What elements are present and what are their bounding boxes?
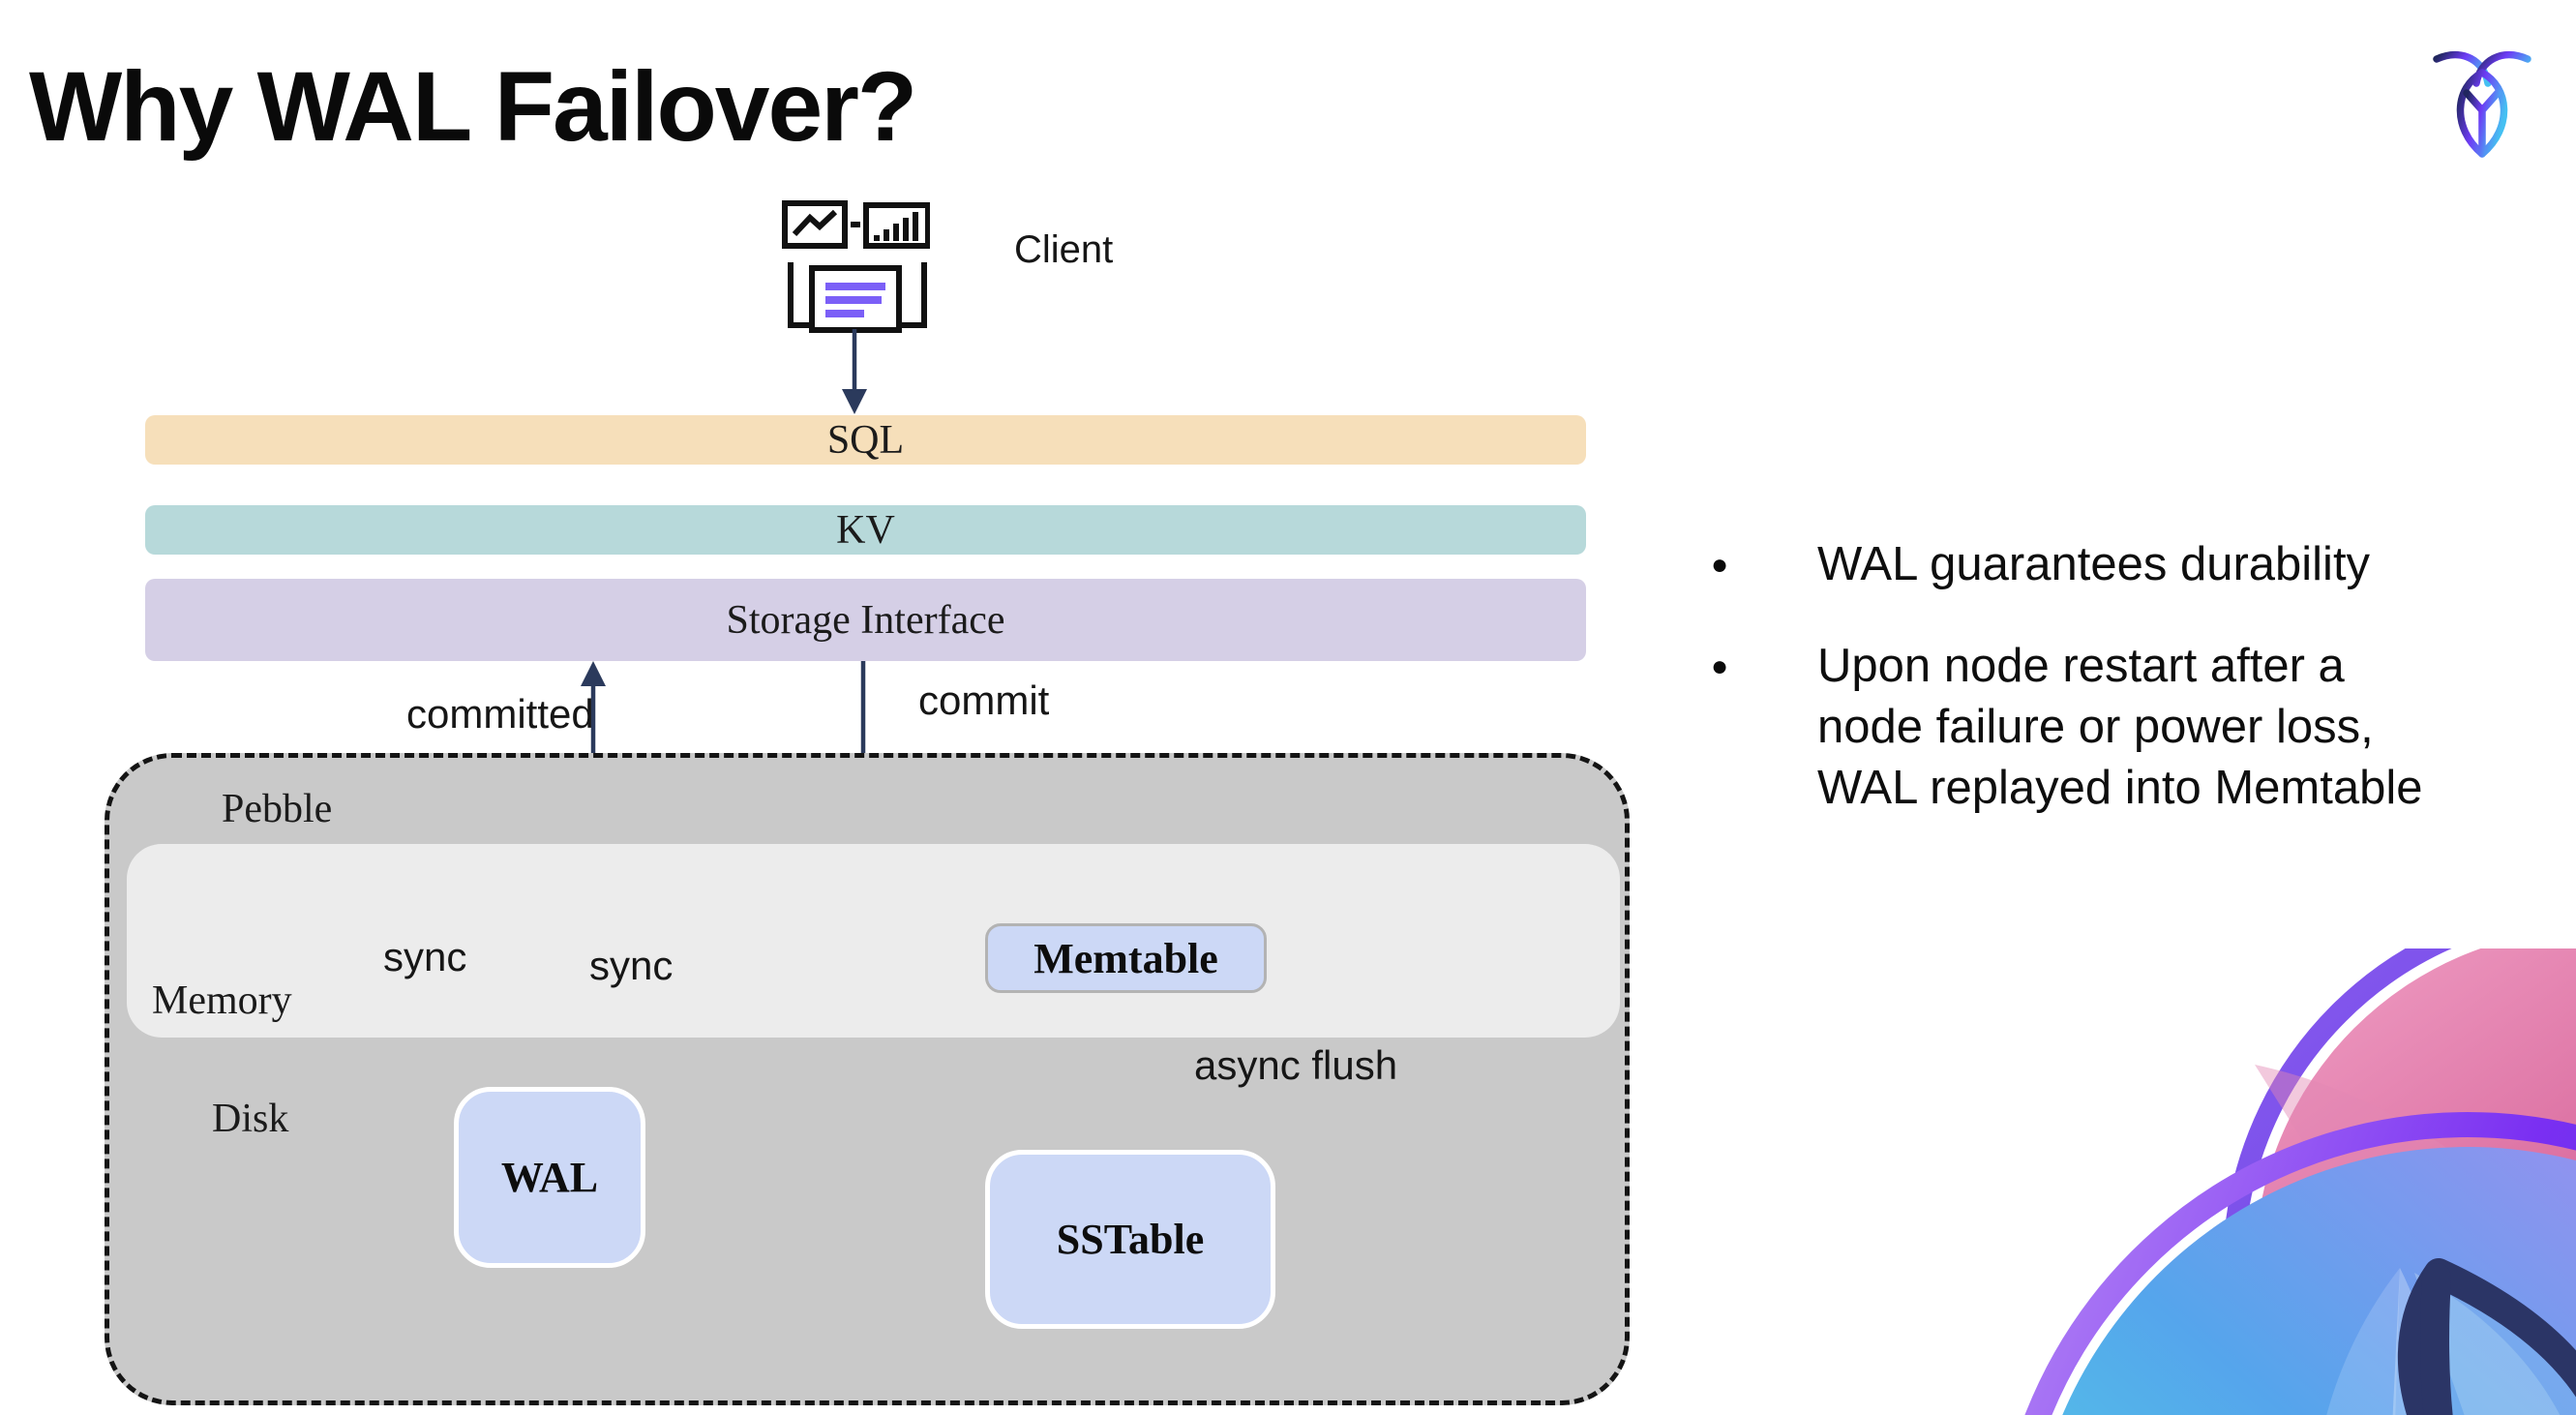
edge-committed-label: committed xyxy=(406,691,594,737)
layer-sql: SQL xyxy=(145,415,1586,465)
bullet-line: Upon node restart after a xyxy=(1817,640,2345,692)
dash-icon xyxy=(851,222,860,227)
bullet-marker: ● xyxy=(1711,650,1729,682)
layer-storage-interface: Storage Interface xyxy=(145,579,1586,661)
page-title: Why WAL Failover? xyxy=(29,51,917,162)
wal-label: WAL xyxy=(500,1154,599,1201)
wal-node: WAL xyxy=(454,1087,645,1268)
layer-sql-label: SQL xyxy=(826,417,905,463)
bullet-marker: ● xyxy=(1711,549,1729,581)
bullet-line: WAL replayed into Memtable xyxy=(1817,762,2423,814)
cockroachdb-logo-icon xyxy=(2432,46,2532,166)
bullet-list: ● WAL guarantees durability ● Upon node … xyxy=(1711,534,2562,859)
list-item: ● Upon node restart after a node failure… xyxy=(1711,636,2562,819)
sstable-label: SSTable xyxy=(1056,1216,1205,1263)
disk-label: Disk xyxy=(212,1097,289,1141)
bar-chart-icon xyxy=(863,202,931,249)
edge-sync-label-1: sync xyxy=(383,934,467,979)
bullet-line: WAL guarantees durability xyxy=(1817,538,2371,590)
line-chart-icon xyxy=(782,200,848,249)
layer-kv-label: KV xyxy=(836,507,895,553)
bullet-text: Upon node restart after a node failure o… xyxy=(1817,636,2423,819)
pebble-label: Pebble xyxy=(222,787,333,831)
client-icon xyxy=(780,198,931,341)
brand-artwork-image xyxy=(1984,897,2576,1415)
edge-commit-label: commit xyxy=(918,677,1050,723)
document-icon xyxy=(788,262,927,333)
bullet-text: WAL guarantees durability xyxy=(1817,534,2370,595)
bullet-line: node failure or power loss, xyxy=(1817,701,2374,753)
memory-label: Memory xyxy=(152,978,292,1023)
list-item: ● WAL guarantees durability xyxy=(1711,534,2562,595)
memtable-node: Memtable xyxy=(985,923,1267,993)
edge-async-flush-label: async flush xyxy=(1194,1042,1398,1088)
sstable-node: SSTable xyxy=(985,1150,1275,1329)
memtable-label: Memtable xyxy=(1033,934,1218,982)
layer-kv: KV xyxy=(145,505,1586,555)
edge-sync-label-2: sync xyxy=(589,943,674,988)
client-label: Client xyxy=(1014,228,1114,271)
memory-region xyxy=(127,844,1620,1038)
layer-storage-interface-label: Storage Interface xyxy=(726,597,1005,643)
